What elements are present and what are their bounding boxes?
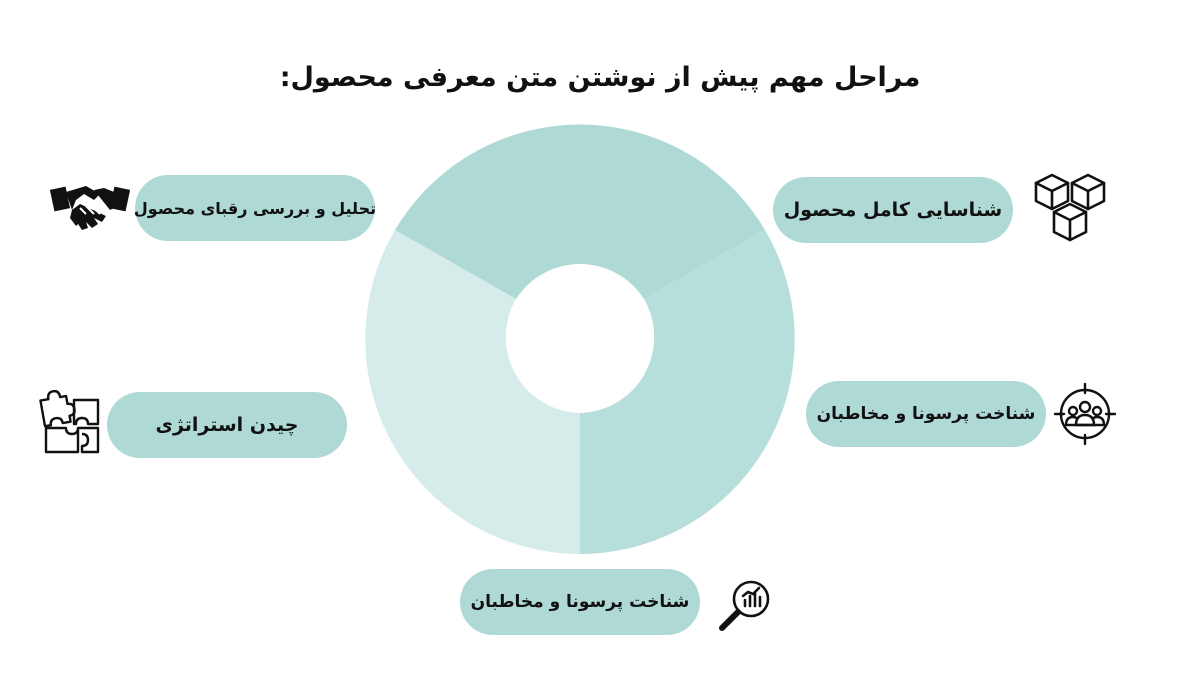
- step-label-persona: شناخت پرسونا و مخاطبان: [470, 592, 690, 612]
- puzzle-icon: [39, 389, 100, 454]
- step-pill-strategy: چیدن استراتژی: [107, 392, 347, 458]
- step-label-product: شناسایی کامل محصول: [783, 199, 1003, 221]
- step-label-strategy: چیدن استراتژی: [155, 414, 299, 436]
- step-label-competitors: تحلیل و بررسی رقبای محصول: [133, 198, 377, 218]
- step-label-audience: شناخت پرسونا و مخاطبان: [816, 404, 1036, 424]
- search-chart-icon: [719, 580, 770, 631]
- boxes-icon: [1034, 173, 1106, 242]
- donut-segment-right: [580, 230, 795, 554]
- target-audience-icon: [1053, 382, 1117, 446]
- step-pill-audience: شناخت پرسونا و مخاطبان: [806, 381, 1046, 447]
- step-pill-persona: شناخت پرسونا و مخاطبان: [460, 569, 700, 635]
- step-pill-product: شناسایی کامل محصول: [773, 177, 1013, 243]
- step-pill-competitors: تحلیل و بررسی رقبای محصول: [133, 175, 377, 241]
- handshake-icon: [50, 186, 130, 230]
- donut-segment-left: [365, 230, 580, 554]
- page-title: مراحل مهم پیش از نوشتن متن معرفی محصول:: [279, 62, 921, 93]
- donut-segment-top: [395, 124, 765, 300]
